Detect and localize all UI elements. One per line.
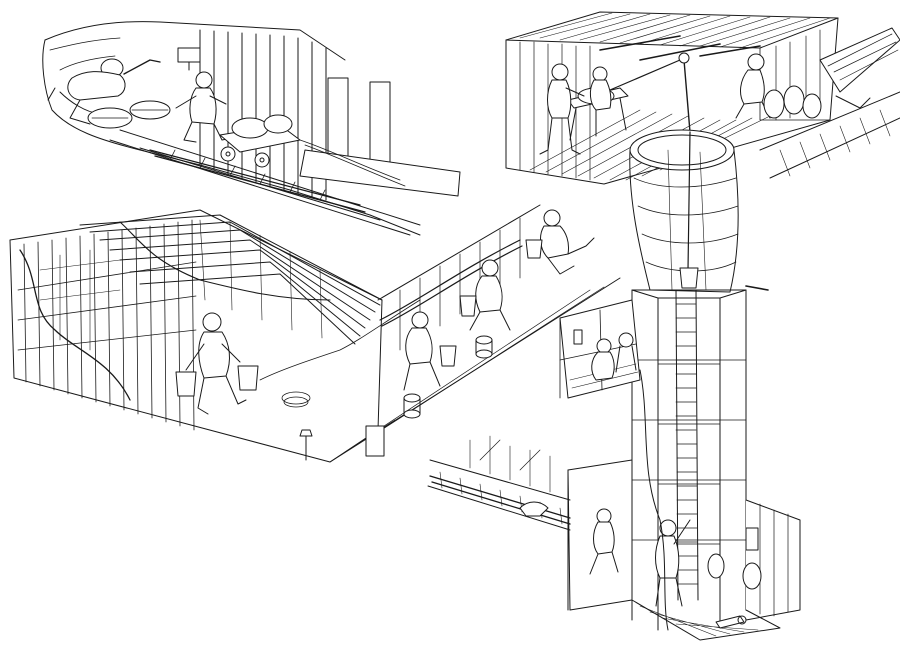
bag-trolley bbox=[220, 115, 300, 167]
shaft-landing-middle bbox=[560, 300, 640, 398]
bag-passing-walkway bbox=[330, 205, 620, 462]
hoist-bucket bbox=[680, 268, 698, 288]
shaft-mouth bbox=[630, 130, 734, 170]
spoil-bags-left bbox=[88, 101, 170, 128]
shaft-ladder bbox=[676, 290, 698, 600]
bag-lower-2 bbox=[743, 563, 761, 589]
gallery-roof-planks bbox=[80, 215, 382, 344]
winch-operator bbox=[540, 64, 584, 154]
floor-beam bbox=[300, 150, 460, 196]
rail-tunnel bbox=[428, 436, 570, 530]
tunnel-floor bbox=[110, 130, 420, 235]
walkway-edge-far bbox=[378, 205, 540, 300]
shaft-lining bbox=[630, 150, 738, 292]
winch-machine bbox=[568, 60, 680, 140]
bucket-left bbox=[176, 372, 196, 396]
winch-room-scene bbox=[506, 12, 900, 184]
bucket-3 bbox=[526, 240, 542, 258]
exit-stairway bbox=[820, 28, 900, 108]
canister-near bbox=[366, 426, 384, 456]
vertical-shaft-scene bbox=[428, 130, 800, 640]
bag-handler bbox=[736, 54, 770, 118]
miner-loading bbox=[176, 72, 232, 142]
rail-track bbox=[430, 476, 570, 524]
timbered-gallery-scene bbox=[10, 210, 420, 462]
lamp-post bbox=[300, 430, 312, 460]
miner-passer-3 bbox=[526, 210, 594, 274]
bucket-2 bbox=[460, 296, 476, 316]
miner-with-bucket bbox=[176, 313, 258, 414]
miner-passer-2 bbox=[460, 260, 510, 358]
bag-lower-1 bbox=[708, 554, 724, 578]
gallery-side-boards bbox=[18, 220, 196, 430]
winch-room-roof bbox=[506, 12, 838, 48]
tunnel-face-scene bbox=[43, 22, 460, 235]
spoil-bags-stack bbox=[764, 86, 821, 118]
bucket-1 bbox=[440, 346, 456, 366]
lamp-box bbox=[178, 48, 200, 62]
lower-chamber bbox=[568, 460, 800, 640]
winch-helper bbox=[590, 67, 610, 110]
hose-coils bbox=[260, 300, 420, 407]
miner-passer-1 bbox=[404, 312, 456, 418]
